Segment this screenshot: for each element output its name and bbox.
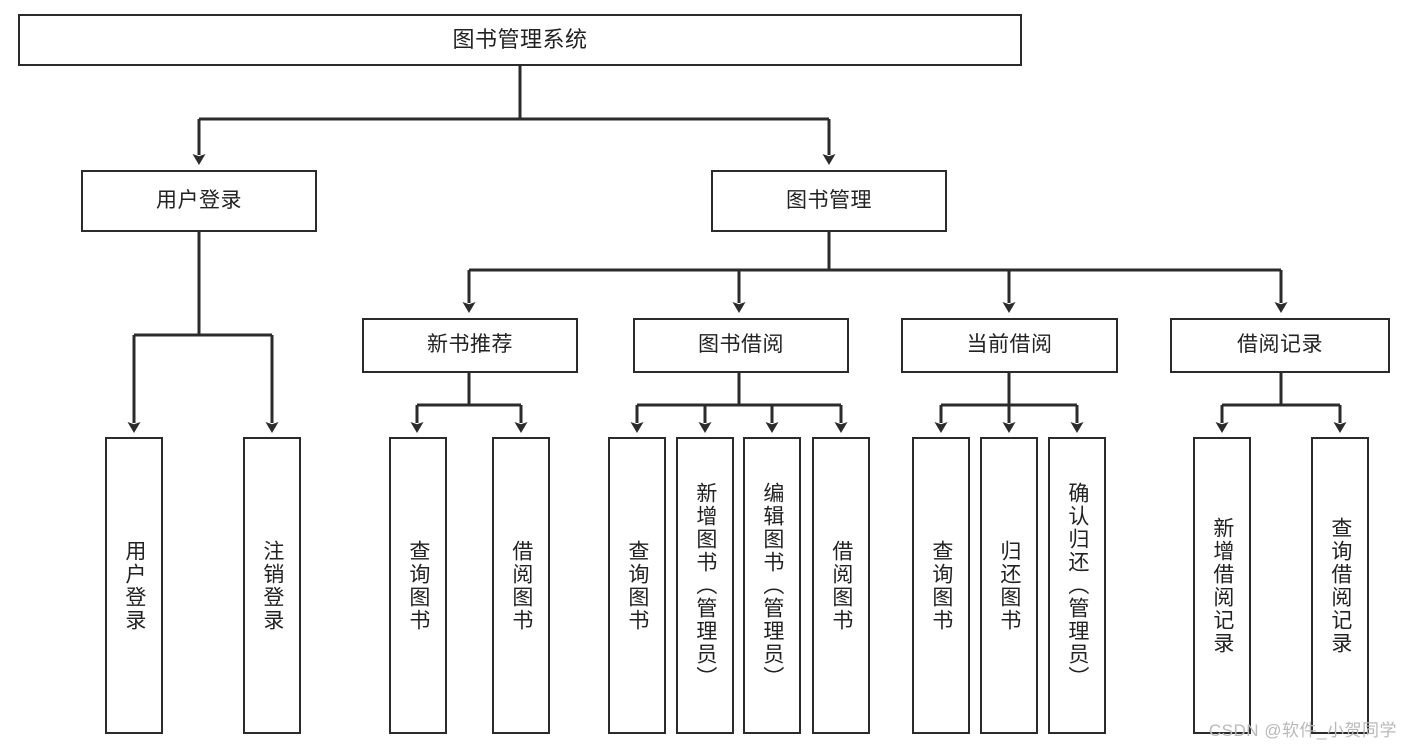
node-label: 编辑图书（管理员） xyxy=(760,482,784,689)
leaf-current-query-book[interactable]: 查询图书 xyxy=(912,437,970,734)
node-label: 借阅图书 xyxy=(829,539,853,632)
csdn-watermark: CSDN @软件_小贺同学 xyxy=(1208,721,1397,740)
node-label: 当前借阅 xyxy=(966,333,1053,357)
node-label: 归还图书 xyxy=(997,539,1021,632)
leaf-user-logout[interactable]: 注销登录 xyxy=(243,437,301,734)
node-label: 注销登录 xyxy=(260,539,284,632)
node-label: 图书管理系统 xyxy=(452,27,588,53)
leaf-record-query-record[interactable]: 查询借阅记录 xyxy=(1311,437,1369,734)
node-label: 用户登录 xyxy=(122,539,146,632)
node-label: 用户登录 xyxy=(156,188,242,212)
node-label: 查询图书 xyxy=(406,539,430,632)
node-label: 新增借阅记录 xyxy=(1210,516,1234,655)
leaf-borrow-add-book[interactable]: 新增图书（管理员） xyxy=(676,437,734,734)
leaf-current-return-book[interactable]: 归还图书 xyxy=(980,437,1038,734)
node-label: 确认归还（管理员） xyxy=(1065,482,1089,689)
node-new-book-recommend[interactable]: 新书推荐 xyxy=(362,318,578,373)
node-root-system[interactable]: 图书管理系统 xyxy=(18,14,1022,66)
leaf-borrow-edit-book[interactable]: 编辑图书（管理员） xyxy=(743,437,801,734)
node-label: 借阅记录 xyxy=(1237,333,1323,357)
leaf-borrow-borrow-book[interactable]: 借阅图书 xyxy=(812,437,870,734)
node-label: 查询图书 xyxy=(625,539,649,632)
leaf-newbook-borrow-book[interactable]: 借阅图书 xyxy=(492,437,550,734)
node-book-management[interactable]: 图书管理 xyxy=(711,170,947,232)
node-user-login[interactable]: 用户登录 xyxy=(81,170,317,232)
node-label: 新增图书（管理员） xyxy=(693,482,717,689)
node-label: 查询借阅记录 xyxy=(1328,516,1352,655)
node-label: 图书借阅 xyxy=(698,333,784,357)
leaf-current-confirm-return[interactable]: 确认归还（管理员） xyxy=(1048,437,1106,734)
node-label: 图书管理 xyxy=(786,188,872,212)
node-label: 借阅图书 xyxy=(509,539,533,632)
leaf-newbook-query-book[interactable]: 查询图书 xyxy=(389,437,447,734)
leaf-record-add-record[interactable]: 新增借阅记录 xyxy=(1193,437,1251,734)
node-book-borrow[interactable]: 图书借阅 xyxy=(633,318,849,373)
node-label: 新书推荐 xyxy=(427,333,513,357)
node-label: 查询图书 xyxy=(929,539,953,632)
leaf-user-login[interactable]: 用户登录 xyxy=(105,437,163,734)
node-borrow-record[interactable]: 借阅记录 xyxy=(1170,318,1390,373)
node-current-borrow[interactable]: 当前借阅 xyxy=(901,318,1118,373)
leaf-borrow-query-book[interactable]: 查询图书 xyxy=(608,437,666,734)
